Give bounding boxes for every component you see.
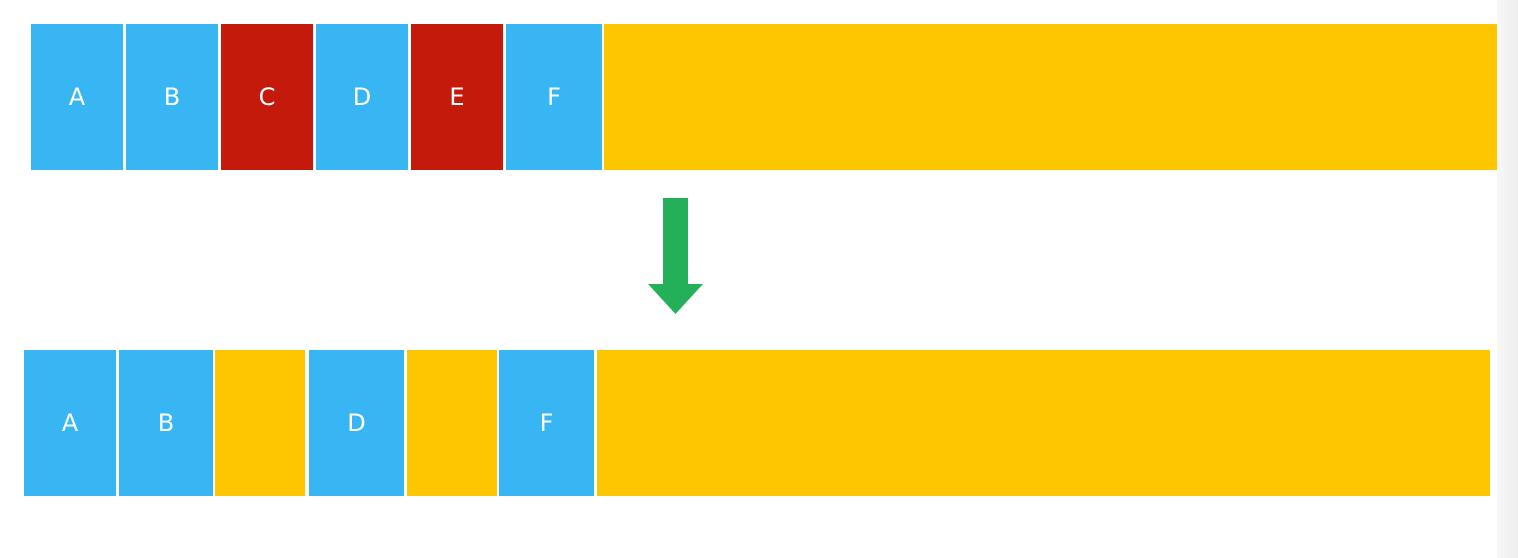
block-e: E bbox=[411, 24, 503, 170]
free-space bbox=[604, 24, 1497, 170]
block-d: D bbox=[316, 24, 408, 170]
block-c: C bbox=[221, 24, 313, 170]
block-label: D bbox=[347, 409, 366, 437]
memory-row-after: A B D F bbox=[24, 350, 1490, 496]
block-label: F bbox=[539, 409, 554, 437]
block-a: A bbox=[24, 350, 116, 496]
block-f: F bbox=[506, 24, 602, 170]
freed-block-c bbox=[215, 350, 305, 496]
block-label: A bbox=[61, 409, 79, 437]
block-b: B bbox=[126, 24, 218, 170]
block-f: F bbox=[499, 350, 594, 496]
block-a: A bbox=[31, 24, 123, 170]
down-arrow-icon bbox=[648, 198, 703, 314]
block-label: D bbox=[352, 83, 372, 111]
block-b: B bbox=[119, 350, 213, 496]
freed-block-e bbox=[407, 350, 497, 496]
block-label: A bbox=[68, 83, 86, 111]
block-d: D bbox=[309, 350, 404, 496]
block-label: C bbox=[258, 83, 276, 111]
block-label: B bbox=[163, 83, 181, 111]
block-label: B bbox=[157, 409, 175, 437]
right-edge-strip bbox=[1497, 0, 1518, 558]
memory-row-before: A B C D E F bbox=[31, 24, 1497, 170]
block-label: E bbox=[449, 83, 465, 111]
free-space bbox=[597, 350, 1490, 496]
block-label: F bbox=[547, 83, 561, 111]
